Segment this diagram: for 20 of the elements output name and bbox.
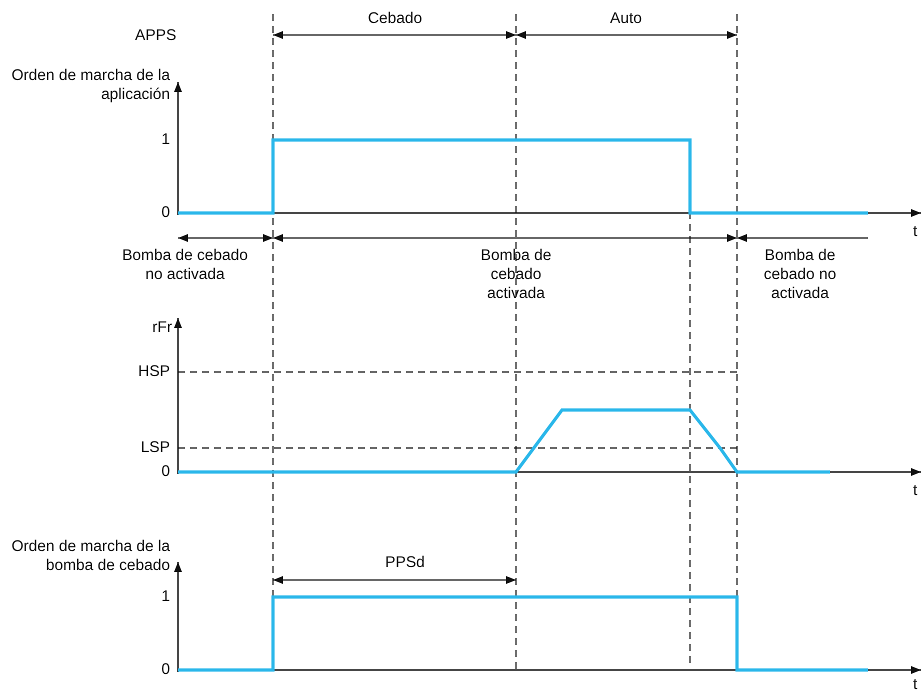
axis-label: rFr [151,318,172,337]
tick-label: 0 [160,660,170,679]
axis-label: Orden de marcha de la aplicación [10,66,170,104]
axis-label: t [913,675,918,691]
interval-label: Bomba de cebado no activada [762,246,838,303]
tick-label: LSP [140,438,170,457]
tick-label: 0 [160,203,170,222]
interval-label: Cebado [366,9,424,28]
axis-label: Orden de marcha de la bomba de cebado [10,537,170,575]
tick-label: 1 [160,587,170,606]
axis-label: t [913,222,918,241]
tick-label: HSP [137,362,170,381]
tick-label: 0 [160,462,170,481]
interval-label: PPSd [384,553,426,572]
interval-label: Bomba de cebado no activada [121,246,249,284]
interval-label: Auto [609,9,643,28]
axis-label: t [913,481,918,500]
row-label: APPS [135,26,178,45]
interval-label: Bomba de cebado activada [480,246,552,303]
tick-label: 1 [160,130,170,149]
